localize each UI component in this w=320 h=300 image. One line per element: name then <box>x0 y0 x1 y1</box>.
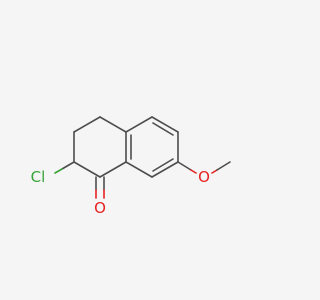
bond-c7-c8 <box>151 161 179 178</box>
molecule-structure: Cl O O <box>31 116 231 217</box>
bond-c7-c8-inner <box>152 158 174 172</box>
bond-c5-c6-inner <box>152 122 174 136</box>
chlorine-label: Cl <box>31 168 46 186</box>
methoxy-oxygen-label: O <box>198 168 210 186</box>
bond-o-ch3 <box>216 161 231 171</box>
bond-c2-cl <box>61 161 75 170</box>
ketone-oxygen-label: O <box>94 199 106 217</box>
bond-c3-c4 <box>73 116 101 133</box>
bonds <box>54 116 231 199</box>
bond-c5-c6 <box>151 116 179 133</box>
bond-c8-c8a <box>125 161 153 178</box>
bond-c1-c2 <box>73 161 101 178</box>
bond-o-ch3-red <box>211 169 218 174</box>
bond-c7-o-red <box>190 169 197 174</box>
bond-c2-cl-green <box>54 168 63 174</box>
bond-c8a-c1 <box>99 161 127 178</box>
bond-c4a-c5 <box>125 116 153 133</box>
atom-labels: Cl O O <box>31 168 210 217</box>
bond-c7-o <box>177 161 192 171</box>
bond-c4-c4a <box>99 116 127 133</box>
